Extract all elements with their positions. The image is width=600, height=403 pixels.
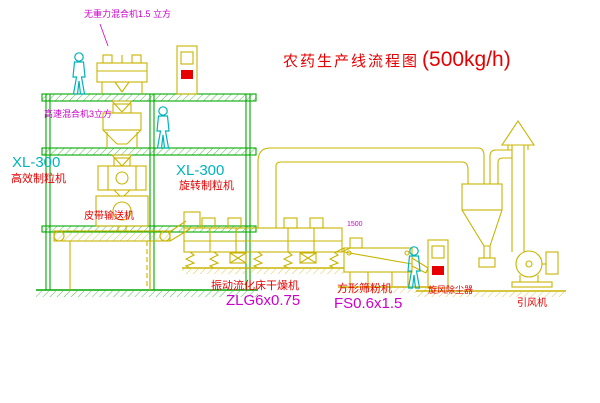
leader-line: [99, 23, 109, 47]
granulator-upper: [97, 157, 147, 197]
square-sieve: [338, 237, 432, 288]
label-dimension: 1500: [347, 221, 363, 228]
worker-icon-1: [72, 52, 86, 95]
exhaust-stack: [500, 120, 536, 252]
label-belt-conveyor: 皮带输送机: [84, 211, 134, 222]
label-fluid-bed-dryer-model: ZLG6x0.75: [226, 292, 301, 309]
label-high-speed-mixer: 高速混合机3立方: [44, 109, 113, 119]
label-granulator-right-model: XL-300: [176, 162, 225, 179]
exhaust-duct: [257, 147, 485, 228]
building-frame: [36, 93, 258, 297]
belt-conveyor: [53, 220, 191, 290]
worker-icon-2: [156, 106, 170, 149]
high-speed-mixer: [102, 103, 142, 167]
label-cyclone: 旋风除尘器: [428, 285, 474, 295]
label-granulator-right-name: 旋转制粒机: [179, 180, 234, 192]
label-granulator-left-name: 高效制粒机: [11, 173, 66, 185]
title-capacity: (500kg/h): [422, 48, 511, 71]
sieve-ground-hatch: [338, 288, 432, 293]
label-square-sieve: 方形筛粉机: [337, 283, 392, 295]
drawing-title: 农药生产线流程图 (500kg/h): [283, 48, 511, 72]
gravity-mixer: [96, 54, 148, 113]
control-cabinet-1: [176, 45, 198, 95]
label-granulator-left-model: XL-300: [12, 154, 61, 171]
dryer-ground-hatch: [182, 269, 344, 274]
label-induced-draft-fan: 引风机: [517, 298, 547, 309]
label-fluid-bed-dryer: 振动流化床干燥机: [211, 280, 299, 292]
induced-draft-fan: [416, 250, 566, 292]
control-cabinet-2: [427, 239, 449, 289]
label-square-sieve-model: FS0.6x1.5: [334, 295, 403, 312]
title-text: 农药生产线流程图: [283, 53, 420, 70]
cyclone-separator: [461, 149, 512, 268]
fan-ground-hatch: [416, 292, 566, 297]
granulator-lower: [95, 195, 149, 231]
fluid-bed-dryer: [182, 211, 351, 269]
label-gravity-mixer: 无重力混合机1.5 立方: [84, 9, 172, 19]
